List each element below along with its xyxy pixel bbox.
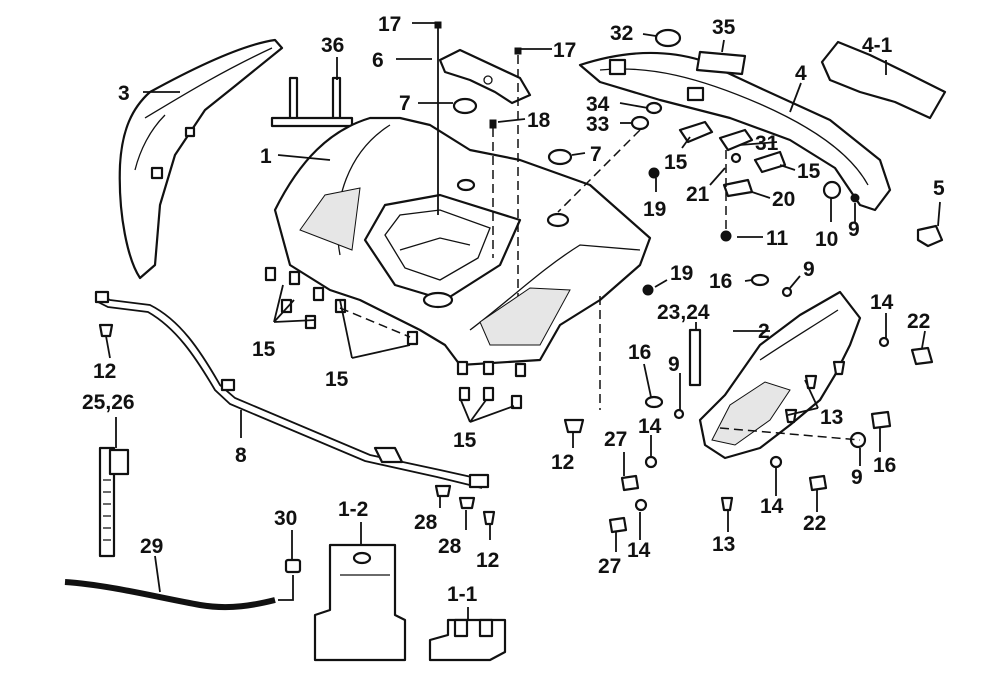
- callout-12-left: 12: [93, 360, 116, 383]
- callout-12-right: 12: [551, 451, 574, 474]
- callout-7-left: 7: [399, 92, 411, 115]
- callout-36: 36: [321, 34, 344, 57]
- callout-1-1: 1-1: [447, 583, 478, 606]
- callout-35: 35: [712, 16, 736, 39]
- callout-21: 21: [686, 183, 710, 206]
- callout-15-right: 15: [797, 160, 821, 183]
- callout-8: 8: [235, 444, 247, 467]
- callout-28-bottom: 28: [438, 535, 462, 558]
- callout-7-right: 7: [590, 143, 602, 166]
- callout-14-low: 14: [760, 495, 784, 518]
- callout-17-right: 17: [553, 39, 576, 62]
- callout-27-top: 27: [604, 428, 627, 451]
- callout-6: 6: [372, 49, 384, 72]
- part-30-clip: [278, 558, 302, 601]
- callout-29: 29: [140, 535, 163, 558]
- callout-9-upper: 9: [803, 258, 815, 281]
- part-4-1-pad: [820, 40, 947, 120]
- part-29-hose: [64, 579, 276, 611]
- part-3-side-panel: [118, 38, 284, 280]
- leader-lines: [105, 22, 941, 620]
- callout-19-top: 19: [643, 198, 666, 221]
- callout-14-mid: 14: [638, 415, 662, 438]
- part-1-1-panel: [428, 618, 507, 662]
- callout-22-top: 22: [907, 310, 930, 333]
- callout-3: 3: [118, 82, 130, 105]
- callout-labels: 3 36 1 17 6 7 17 18 7 32 35 4-1 4 34 33 …: [82, 13, 945, 606]
- part-1-rear-fender: [264, 116, 652, 410]
- part-6-mount-plate: [438, 48, 532, 105]
- callout-5: 5: [933, 177, 945, 200]
- callout-30: 30: [274, 507, 297, 530]
- callout-20: 20: [772, 188, 795, 211]
- callout-15-left: 15: [252, 338, 276, 361]
- callout-19-mid: 19: [670, 262, 693, 285]
- part-2-side-fender: [698, 290, 862, 460]
- callout-22-low: 22: [803, 512, 826, 535]
- callout-13-right: 13: [820, 406, 843, 429]
- part-35-plate: [695, 50, 747, 76]
- callout-13-low: 13: [712, 533, 735, 556]
- callout-14-bottom: 14: [627, 539, 651, 562]
- callout-33: 33: [586, 113, 609, 136]
- callout-4: 4: [795, 62, 807, 85]
- callout-4-1: 4-1: [862, 34, 893, 57]
- callout-16-top: 16: [709, 270, 732, 293]
- part-1-2-panel: [313, 543, 407, 662]
- callout-15-center: 15: [325, 368, 349, 391]
- part-36-bracket: [270, 76, 354, 128]
- callout-15-mid: 15: [664, 151, 688, 174]
- callout-32: 32: [610, 22, 633, 45]
- callout-28-top: 28: [414, 511, 438, 534]
- callout-9-top: 9: [848, 218, 860, 241]
- fasteners: [98, 21, 944, 534]
- part-25-26-strap: [98, 446, 130, 558]
- callout-11: 11: [766, 227, 789, 250]
- callout-27-bottom: 27: [598, 555, 621, 578]
- callout-1-2: 1-2: [338, 498, 368, 521]
- callout-23-24: 23,24: [657, 301, 710, 324]
- callout-16-low: 16: [873, 454, 896, 477]
- callout-18: 18: [527, 109, 551, 132]
- callout-14-top: 14: [870, 291, 894, 314]
- callout-9-low: 9: [851, 466, 863, 489]
- callout-12-bottom: 12: [476, 549, 499, 572]
- callout-10: 10: [815, 228, 838, 251]
- callout-34: 34: [586, 93, 610, 116]
- callout-1: 1: [260, 145, 272, 168]
- callout-2: 2: [758, 320, 770, 343]
- part-32-cap: [654, 28, 682, 48]
- callout-15-bottom: 15: [453, 429, 477, 452]
- callout-25-26: 25,26: [82, 391, 135, 414]
- part-8-frame-bar: [94, 290, 490, 489]
- callout-16-mid: 16: [628, 341, 651, 364]
- callout-9-mid: 9: [668, 353, 680, 376]
- callout-31: 31: [755, 132, 779, 155]
- callout-17-top: 17: [378, 13, 401, 36]
